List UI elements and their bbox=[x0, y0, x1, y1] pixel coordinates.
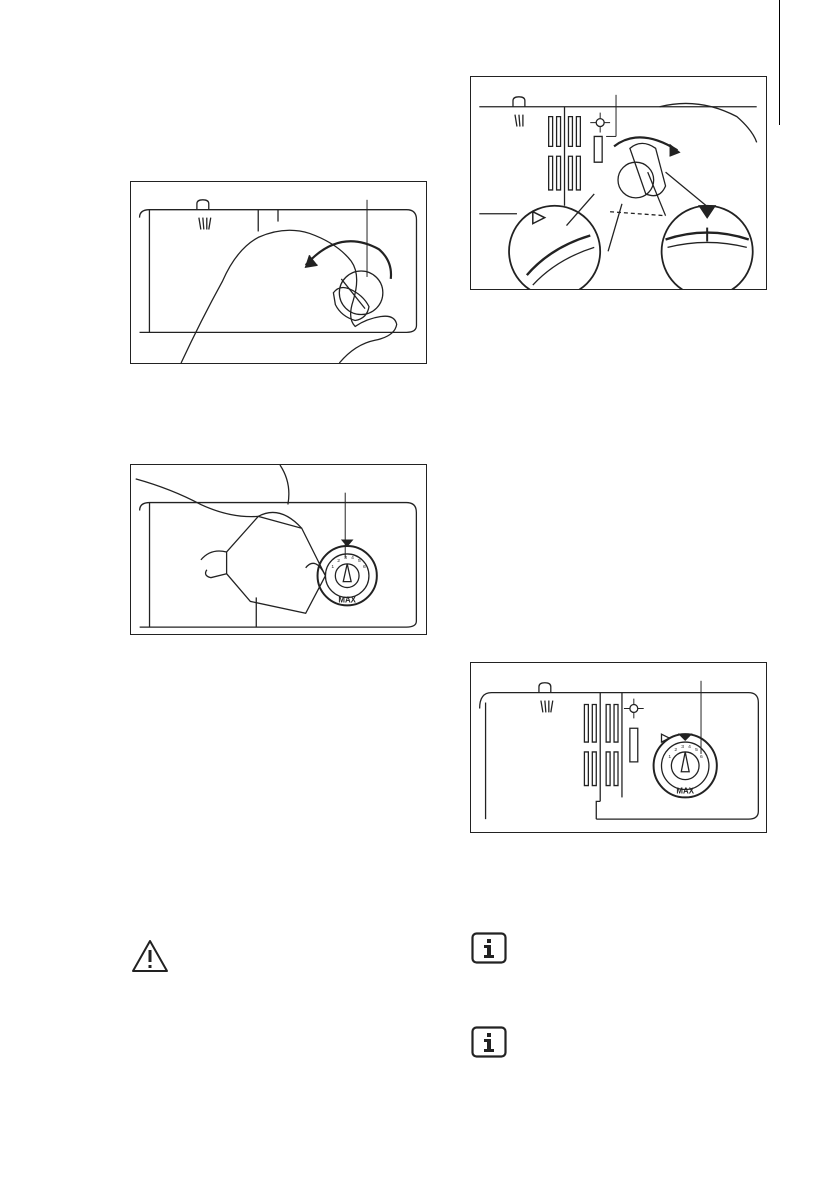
dial-scale-number: 2 bbox=[337, 558, 340, 564]
dosage-selector-illustration: MAX 1 2 3 4 5 6 bbox=[471, 663, 766, 832]
dial-scale-number: 2 bbox=[674, 747, 677, 753]
dial-scale-number: 4 bbox=[688, 744, 691, 750]
dial-scale-number: 4 bbox=[351, 555, 354, 561]
figure-dosage-selector: MAX 1 2 3 4 5 6 bbox=[470, 662, 767, 833]
dial-scale-number: 3 bbox=[681, 744, 684, 750]
margin-rule bbox=[779, 0, 780, 125]
close-dispenser-illustration bbox=[471, 77, 766, 289]
dial-scale-number: 1 bbox=[668, 754, 671, 760]
info-icon bbox=[471, 932, 507, 964]
dial-scale-number: 1 bbox=[331, 564, 334, 570]
dial-scale-number: 5 bbox=[358, 558, 361, 564]
info-icon bbox=[471, 1026, 507, 1058]
figure-fill-rinse-aid: MAX 1 2 3 4 5 6 bbox=[130, 464, 427, 635]
open-dispenser-illustration bbox=[131, 182, 426, 363]
fill-rinse-aid-illustration: MAX 1 2 3 4 5 6 bbox=[131, 465, 426, 634]
dial-scale-number: 5 bbox=[695, 747, 698, 753]
dial-scale-number: 6 bbox=[363, 564, 366, 570]
dial-max-label: MAX bbox=[676, 786, 694, 795]
dial-scale-number: 3 bbox=[344, 555, 347, 561]
dial-scale-number: 6 bbox=[700, 754, 703, 760]
figure-open-dispenser bbox=[130, 181, 427, 364]
figure-close-dispenser bbox=[470, 76, 767, 290]
warning-triangle-icon bbox=[130, 938, 170, 974]
dial-max-label: MAX bbox=[338, 595, 356, 604]
